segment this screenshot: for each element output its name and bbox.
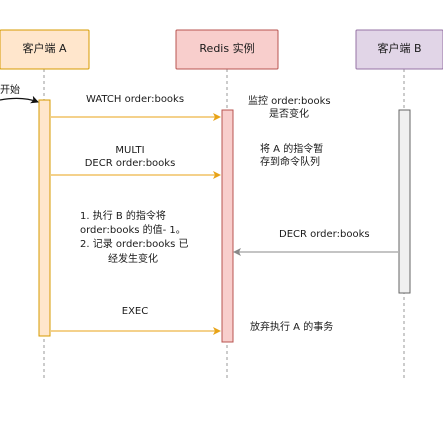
- note-exec-b-line2: order:books 的值- 1。: [80, 225, 186, 236]
- note-monitor-line1: 监控 order:books: [248, 96, 331, 107]
- participant-label-client-a: 客户端 A: [22, 42, 67, 55]
- participant-label-client-b: 客户端 B: [377, 42, 422, 55]
- participant-label-redis: Redis 实例: [199, 42, 255, 55]
- start-arrow: [0, 95, 39, 104]
- message-multi-label-line1: MULTI: [115, 145, 145, 156]
- note-monitor-line2: 是否变化: [269, 109, 309, 120]
- activation-redis: [221, 109, 234, 343]
- start-label: 开始: [0, 85, 20, 96]
- message-watch-label: WATCH order:books: [86, 94, 185, 105]
- note-exec-b-line1: 1. 执行 B 的指令将: [80, 211, 166, 222]
- participant-box-redis: [175, 29, 279, 70]
- message-multi-label-line2: DECR order:books: [84, 158, 176, 169]
- note-queue-line2: 存到命令队列: [260, 157, 320, 168]
- activation-client-b: [398, 109, 411, 294]
- activation-client-a: [38, 99, 51, 337]
- participant-box-client-b: [355, 29, 443, 70]
- note-exec-b-line3: 2. 记录 order:books 已: [80, 239, 189, 250]
- note-queue-line1: 将 A 的指令暂: [260, 144, 324, 155]
- note-abort: 放弃执行 A 的事务: [250, 322, 334, 333]
- note-exec-b-line4: 经发生变化: [108, 254, 158, 265]
- message-exec-label: EXEC: [121, 306, 149, 317]
- participant-box-client-a: [0, 29, 90, 70]
- message-decr-b-label: DECR order:books: [279, 229, 370, 240]
